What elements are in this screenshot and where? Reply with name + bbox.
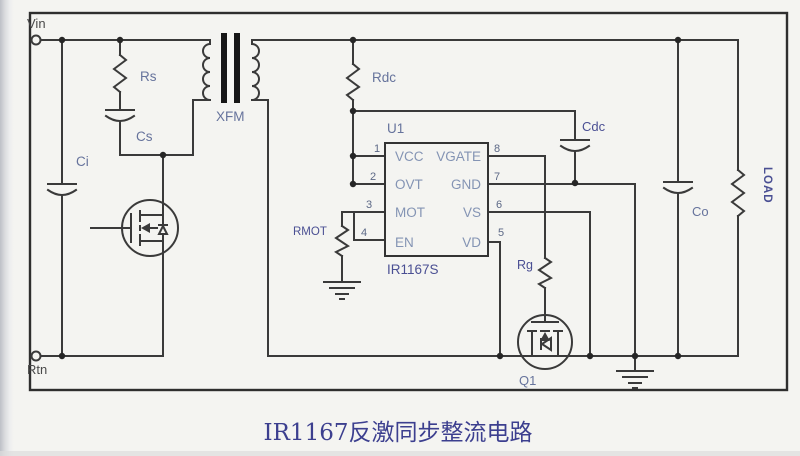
rg-label: Rg xyxy=(517,258,533,272)
labels: Vin Rtn Rs Cs Ci XFM Rdc U1 Cdc Co LOAD … xyxy=(27,16,773,388)
transformer-core xyxy=(221,33,240,103)
q1-label: Q1 xyxy=(519,373,536,388)
primary-source-lead xyxy=(139,240,164,357)
cs-plates xyxy=(104,109,136,122)
cdc-label: Cdc xyxy=(582,119,606,134)
pin-num-6: 6 xyxy=(496,199,502,211)
pin-name-vs: VS xyxy=(463,205,481,220)
pin-num-3: 3 xyxy=(366,199,372,211)
pin-name-vd: VD xyxy=(462,235,481,250)
cdc-plates xyxy=(559,139,591,152)
pin-num-5: 5 xyxy=(498,227,504,239)
primary-mosfet-diode-triangle xyxy=(157,223,169,235)
pin-name-vgate: VGATE xyxy=(436,149,481,164)
pin-num-1: 1 xyxy=(374,143,380,155)
pin-name-ovt: OVT xyxy=(395,177,423,192)
ic-pin-numbers: 1 2 3 4 8 7 6 5 xyxy=(361,143,504,239)
wires xyxy=(39,39,746,389)
vs-wire xyxy=(487,211,591,357)
ci-label: Ci xyxy=(76,154,89,169)
rtn-terminal xyxy=(30,350,42,362)
pin-name-mot: MOT xyxy=(395,205,425,220)
q1-arrow xyxy=(540,332,550,341)
schematic-border xyxy=(28,11,789,392)
pin-num-8: 8 xyxy=(494,143,500,155)
vd-wire xyxy=(487,241,501,357)
rs-label: Rs xyxy=(140,69,157,84)
q1-mosfet xyxy=(517,314,573,370)
pin-num-2: 2 xyxy=(370,171,376,183)
cs-label: Cs xyxy=(136,129,153,144)
rs-cs-branch xyxy=(112,39,128,156)
primary-mosfet xyxy=(90,199,179,257)
diagram-caption: IR1167反激同步整流电路 xyxy=(264,420,533,446)
secondary-bottom-lead xyxy=(251,99,269,357)
primary-mosfet-arrow xyxy=(141,223,150,233)
load-label: LOAD xyxy=(761,167,773,204)
primary-winding xyxy=(202,39,212,102)
pin-name-vcc: VCC xyxy=(395,149,424,164)
q1-diode-triangle xyxy=(540,336,552,352)
co-plates xyxy=(662,181,694,194)
vin-label: Vin xyxy=(27,16,46,31)
ic-body xyxy=(384,142,489,257)
video-edge-artifact xyxy=(0,0,14,456)
primary-drain-lead xyxy=(139,154,164,216)
pin-name-en: EN xyxy=(395,235,414,250)
rmot-label: RMOT xyxy=(293,226,327,238)
xfm-label: XFM xyxy=(216,109,245,124)
u1-label: U1 xyxy=(387,121,404,136)
video-bottom-artifact xyxy=(0,451,800,456)
pin-num-4: 4 xyxy=(361,227,367,239)
ci-plates xyxy=(46,183,78,196)
junction-dots xyxy=(58,36,682,360)
vcc-wire xyxy=(352,110,576,141)
ic-pin-names: VCC OVT MOT EN VGATE GND VS VD xyxy=(395,149,481,250)
rdc-label: Rdc xyxy=(372,70,396,85)
main-ground-symbol xyxy=(616,370,654,389)
rmot-ground-symbol xyxy=(323,281,361,300)
pin-num-7: 7 xyxy=(494,171,500,183)
vgate-wire xyxy=(487,155,553,316)
rtn-label: Rtn xyxy=(27,362,47,377)
ic-part-label: IR1167S xyxy=(387,262,439,277)
pin-name-gnd: GND xyxy=(451,177,481,192)
en-wire xyxy=(353,211,386,241)
load-branch xyxy=(730,39,746,357)
co-label: Co xyxy=(692,204,709,219)
secondary-winding xyxy=(250,39,260,102)
vin-terminal xyxy=(30,34,42,46)
drain-node-wire xyxy=(119,99,211,156)
mot-wire xyxy=(334,211,386,283)
